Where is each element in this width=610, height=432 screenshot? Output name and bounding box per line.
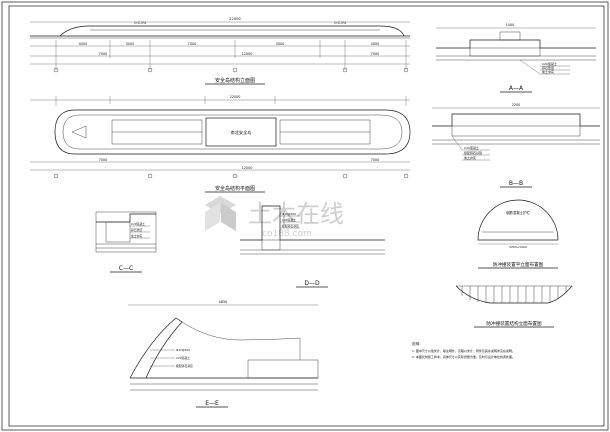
aa-note-gravel: 碎石垫层 [542,65,554,70]
arch-dim: 5200+5200 [509,245,527,249]
ee-dim: 4850 [219,300,228,304]
dd-title: D—D [304,280,320,287]
cc-note-c20: C20混凝土 [131,222,145,226]
plan-dim-top: 22000 [230,95,241,99]
cc-title: C—C [119,265,133,272]
ee-title: E—E [205,400,219,407]
dim-bottom-2: 12000 [242,52,253,56]
aa-note-c20: C20混凝土 [542,61,557,66]
dim-bottom-3: 7000 [371,52,380,56]
inner-border [8,5,605,427]
aa-dim: 1000 [506,23,515,27]
section-aa: 1000 C20混凝土 碎石垫层 素土夯实 A—A [436,23,596,93]
dim-bottom-1: 7000 [99,52,108,56]
bb-title: B—B [509,180,523,187]
plan-center-label: 南北安全岛 [231,129,252,136]
dim-top-mid3: 3000 [276,42,285,46]
plan-view: 22000 南北安全岛 7000 12000 7000 安全岛结构平面图 [30,95,411,193]
dd-note-rebar: Φ12@200 [282,212,296,216]
curb-elev-title: 防冲撞装置结构立面布置图 [486,320,542,327]
dd-note-c20: C20混凝土 [282,218,296,222]
slope-left: i=0.5% [134,21,147,25]
notes-line2: 2. 本图仅供施工参考，具体尺寸以实际测量为准，及时与设计单位协调处理。 [412,354,515,359]
plan-dim-bottom-3: 7000 [371,158,380,162]
section-dd: Φ12@200 C20混凝土 级配碎石基层 D—D [240,205,385,288]
watermark: 土木在线 co188.com [205,196,344,239]
ee-note-base: 级配碎石基层 [176,364,193,368]
cc-note-gravel: 碎石垫层 [131,228,142,232]
curb-plan-title: 防冲撞装置平立面布置图 [493,261,544,268]
watermark-sub: co188.com [262,229,312,239]
plan-dim-bottom-1: 7000 [99,158,108,162]
cc-note-soil: 素土夯实 [131,234,142,238]
bb-dim: 2200 [512,103,521,107]
bb-note-base: 级配碎石基层 [464,150,482,155]
dim-top-left: 4000 [79,42,88,46]
aa-title: A—A [509,85,524,92]
bb-note-soil: 素土夯实 [464,155,476,160]
watermark-text: 土木在线 [248,200,344,228]
dim-top-mid2: 7000 [188,42,197,46]
ee-note-rebar: Φ12@200 [176,348,190,352]
section-bb: 2200 C20混凝土 级配碎石基层 素土夯实 B—B [432,103,600,188]
aa-note-soil: 素土夯实 [542,69,554,74]
dim-top-right: 4000 [371,42,380,46]
section-ee: 4850 Φ12@200 C20混凝土 级配碎石基层 E—E [128,300,319,408]
notes-heading: 说明： [412,341,423,346]
elevation-title: 安全岛结构立面图 [215,77,255,84]
dim-top-mid1: 3000 [126,42,135,46]
elevation-view: 22000 i=0.5% i=0.5% 4000 3000 7000 3000 … [30,17,410,85]
section-cc: C20混凝土 碎石垫层 素土夯实 C—C [95,211,157,273]
arch-detail: 钢筋混凝土护栏 5200+5200 防冲撞装置平立面布置图 [477,199,559,269]
slope-right: i=0.5% [334,21,347,25]
notes: 说明： 1. 图中尺寸以毫米计，除注明外，高程以米计，附件及其余说明详见总说明。… [412,341,515,359]
plan-dim-bottom-2: 12000 [242,166,253,170]
notes-line1: 1. 图中尺寸以毫米计，除注明外，高程以米计，附件及其余说明详见总说明。 [412,348,515,353]
plan-title: 安全岛结构平面图 [215,185,255,192]
ee-note-c20: C20混凝土 [176,356,190,360]
dim-top-total: 22000 [229,17,241,21]
curb-elevation: 防冲撞装置结构立面布置图 [455,285,573,328]
bb-note-c20: C20混凝土 [464,145,479,150]
arch-label: 钢筋混凝土护栏 [506,210,530,215]
dd-note-base: 级配碎石基层 [282,224,299,228]
